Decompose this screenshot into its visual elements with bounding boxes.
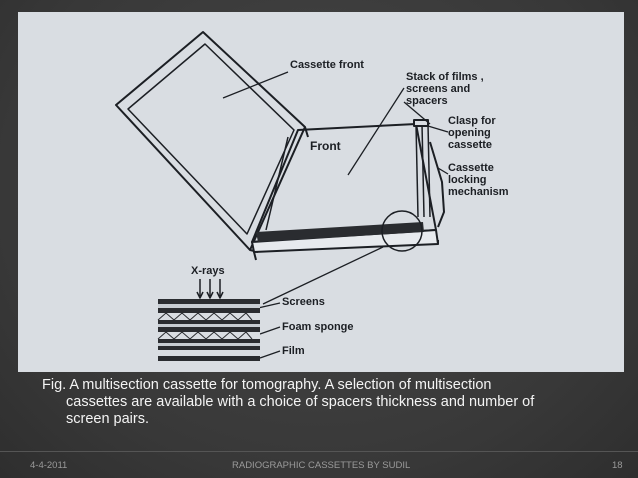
- label-clasp-line2: opening: [448, 127, 491, 139]
- label-stack-line2: screens and: [406, 83, 471, 95]
- cassette-base: [251, 119, 445, 261]
- footer-page-number: 18: [612, 460, 623, 471]
- caption-line1: Fig. A multisection cassette for tomogra…: [42, 377, 492, 393]
- cross-section-layers: [157, 299, 260, 361]
- cassette-diagram: [115, 31, 449, 361]
- caption-line3: screen pairs.: [66, 411, 150, 427]
- figure-scan: Cassette front Stack of films , screens …: [18, 12, 624, 372]
- label-cassette-front: Cassette front: [290, 59, 364, 71]
- leader-lines: [222, 71, 449, 359]
- label-clasp-line3: cassette: [448, 139, 493, 151]
- figure-caption: Fig. A multisection cassette for tomogra…: [42, 377, 612, 428]
- label-lock-line3: mechanism: [448, 186, 509, 198]
- label-screens: Screens: [282, 296, 325, 308]
- label-front: Front: [310, 139, 341, 153]
- label-xrays: X-rays: [191, 265, 225, 277]
- label-foam-sponge: Foam sponge: [282, 321, 354, 333]
- footer-divider: [0, 451, 638, 452]
- label-lock-line2: locking: [448, 174, 487, 186]
- label-clasp-line1: Clasp for: [448, 115, 496, 127]
- footer-date: 4-4-2011: [30, 460, 68, 471]
- label-film: Film: [282, 345, 305, 357]
- label-stack-line3: spacers: [406, 95, 448, 107]
- label-lock-line1: Cassette: [448, 162, 494, 174]
- footer-title: RADIOGRAPHIC CASSETTES BY SUDIL: [232, 460, 411, 471]
- label-stack-line1: Stack of films ,: [406, 71, 484, 83]
- xray-arrows: [196, 279, 224, 299]
- cassette-lid: [115, 31, 309, 253]
- caption-line2: cassettes are available with a choice of…: [66, 394, 535, 410]
